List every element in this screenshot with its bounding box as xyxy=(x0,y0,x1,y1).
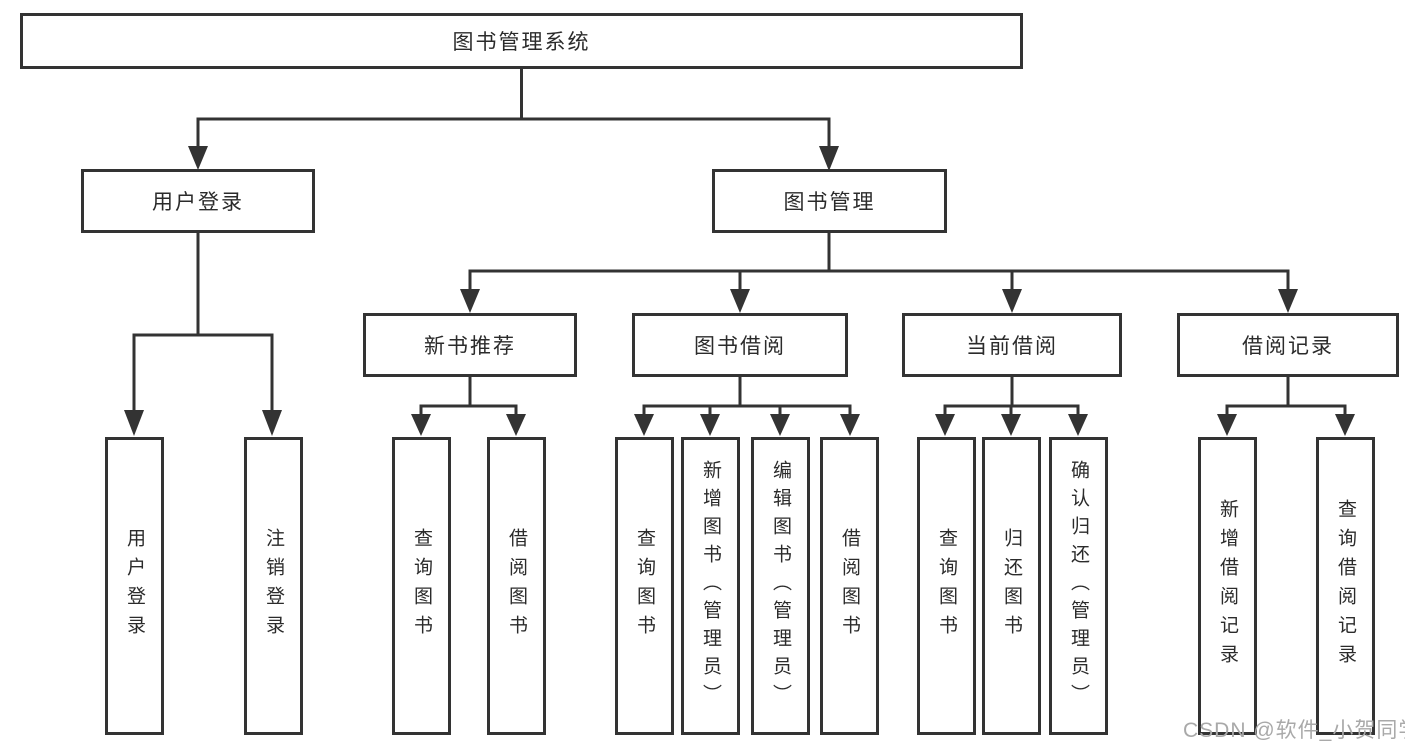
node-borrow-records: 借阅记录 xyxy=(1177,313,1399,377)
leaf-query-books-borrow: 查询图书 xyxy=(615,437,674,735)
node-book-management: 图书管理 xyxy=(712,169,947,233)
leaf-borrow-books: 借阅图书 xyxy=(820,437,879,735)
node-label: 图书管理 xyxy=(783,191,876,214)
node-label: 图书借阅 xyxy=(694,335,786,358)
leaf-query-books-recommend: 查询图书 xyxy=(392,437,451,735)
leaf-label: 归还图书 xyxy=(1001,528,1022,644)
leaf-confirm-return-admin: 确认归还（管理员） xyxy=(1049,437,1108,735)
leaf-label: 编辑图书（管理员） xyxy=(770,460,791,712)
leaf-label: 查询借阅记录 xyxy=(1335,499,1356,673)
leaf-return-books: 归还图书 xyxy=(982,437,1041,735)
leaf-label: 注销登录 xyxy=(263,528,284,644)
node-label: 用户登录 xyxy=(152,191,244,214)
leaf-borrow-books-recommend: 借阅图书 xyxy=(487,437,546,735)
node-book-borrow: 图书借阅 xyxy=(632,313,848,377)
csdn-watermark: CSDN @软件_小贺同学 xyxy=(1183,719,1405,742)
leaf-edit-books-admin: 编辑图书（管理员） xyxy=(751,437,810,735)
node-current-borrow: 当前借阅 xyxy=(902,313,1122,377)
leaf-query-books-current: 查询图书 xyxy=(917,437,976,735)
leaf-label: 用户登录 xyxy=(124,528,145,644)
leaf-label: 借阅图书 xyxy=(839,528,860,644)
node-label: 借阅记录 xyxy=(1242,335,1334,358)
leaf-add-books-admin: 新增图书（管理员） xyxy=(681,437,740,735)
leaf-label: 查询图书 xyxy=(936,528,957,644)
leaf-label: 借阅图书 xyxy=(506,528,527,644)
node-user-login: 用户登录 xyxy=(81,169,315,233)
leaf-label: 查询图书 xyxy=(411,528,432,644)
node-label: 新书推荐 xyxy=(424,335,516,358)
node-label: 当前借阅 xyxy=(966,335,1058,358)
leaf-label: 新增借阅记录 xyxy=(1217,499,1238,673)
leaf-logout: 注销登录 xyxy=(244,437,303,735)
leaf-label: 确认归还（管理员） xyxy=(1068,460,1089,712)
node-label: 图书管理系统 xyxy=(452,31,591,54)
leaf-label: 查询图书 xyxy=(634,528,655,644)
leaf-user-login: 用户登录 xyxy=(105,437,164,735)
leaf-label: 新增图书（管理员） xyxy=(700,460,721,712)
node-new-book-recommend: 新书推荐 xyxy=(363,313,577,377)
leaf-add-borrow-record: 新增借阅记录 xyxy=(1198,437,1257,735)
leaf-query-borrow-record: 查询借阅记录 xyxy=(1316,437,1375,735)
node-library-management-system: 图书管理系统 xyxy=(20,13,1023,69)
